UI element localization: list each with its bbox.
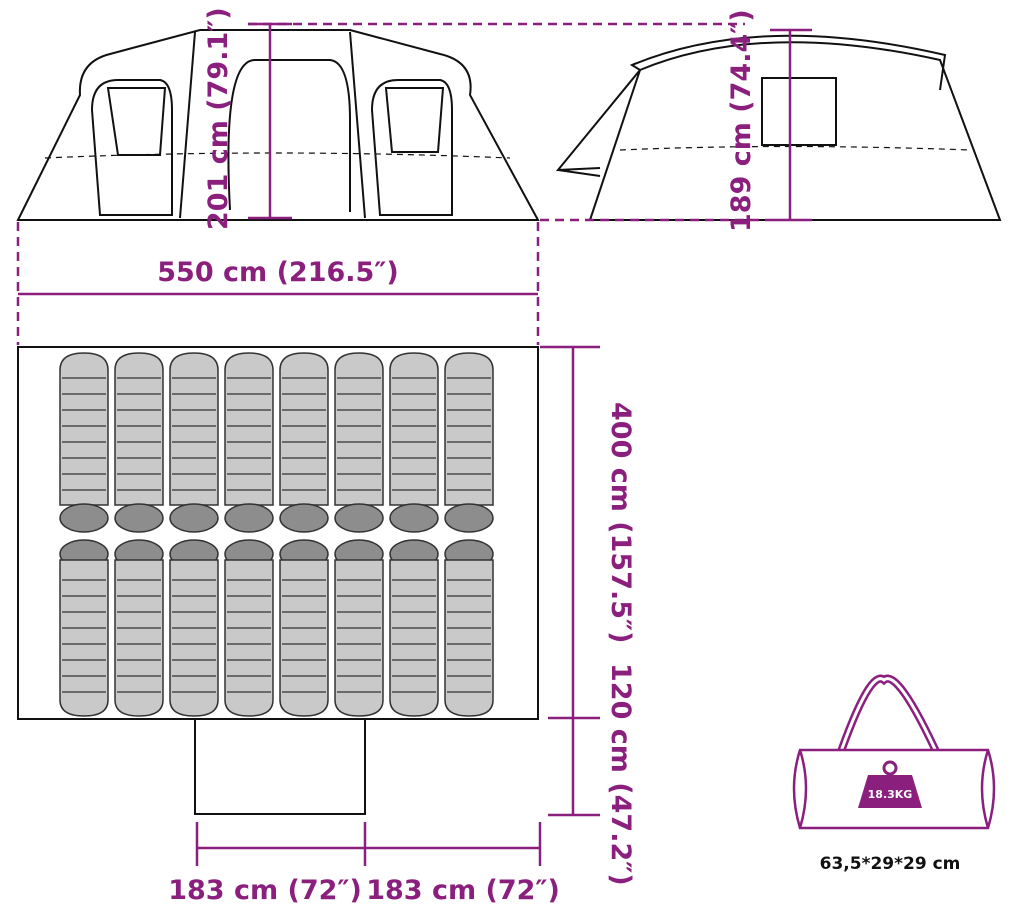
floor-plan <box>17 346 539 815</box>
sleeping-bag-icon <box>59 539 109 717</box>
weight-icon: 18.3KG <box>858 760 922 808</box>
sleeping-bag-icon <box>334 352 384 533</box>
sleeping-bags <box>59 352 494 717</box>
sleeping-bag-icon <box>334 539 384 717</box>
sleeping-bag-icon <box>224 539 274 717</box>
tent-front-view <box>16 29 540 221</box>
sleeping-bag-icon <box>389 539 439 717</box>
sleeping-bag-icon <box>169 352 219 533</box>
sleeping-bag-icon <box>279 352 329 533</box>
vestibule-width-left-label: 183 cm (72″) <box>168 875 362 906</box>
tent-length-label: 550 cm (216.5″) <box>157 257 398 288</box>
sleeping-bag-icon <box>224 352 274 533</box>
tent-height-label: 201 cm (79.1″) <box>203 7 234 230</box>
sleeping-bag-icon <box>59 352 109 533</box>
sleeping-bag-icon <box>114 539 164 717</box>
vestibule-depth-label: 120 cm (47.2″) <box>605 663 636 886</box>
vestibule-area <box>194 718 366 815</box>
floor-depth-label: 400 cm (157.5″) <box>605 402 636 643</box>
sleeping-bag-icon <box>444 352 494 533</box>
package-size-label: 63,5*29*29 cm <box>820 854 961 874</box>
sleeping-bag-icon <box>444 539 494 717</box>
carry-bag-icon: 18.3KG <box>792 674 996 830</box>
side-height-label: 189 cm (74.4″) <box>726 9 757 232</box>
weight-label: 18.3KG <box>868 788 913 801</box>
tent-side-view <box>555 34 1002 221</box>
sleeping-bag-icon <box>389 352 439 533</box>
vestibule-width-right-label: 183 cm (72″) <box>366 875 560 906</box>
sleeping-bag-icon <box>114 352 164 533</box>
dimension-lines <box>16 22 812 866</box>
sleeping-bag-icon <box>169 539 219 717</box>
sleeping-bag-icon <box>279 539 329 717</box>
